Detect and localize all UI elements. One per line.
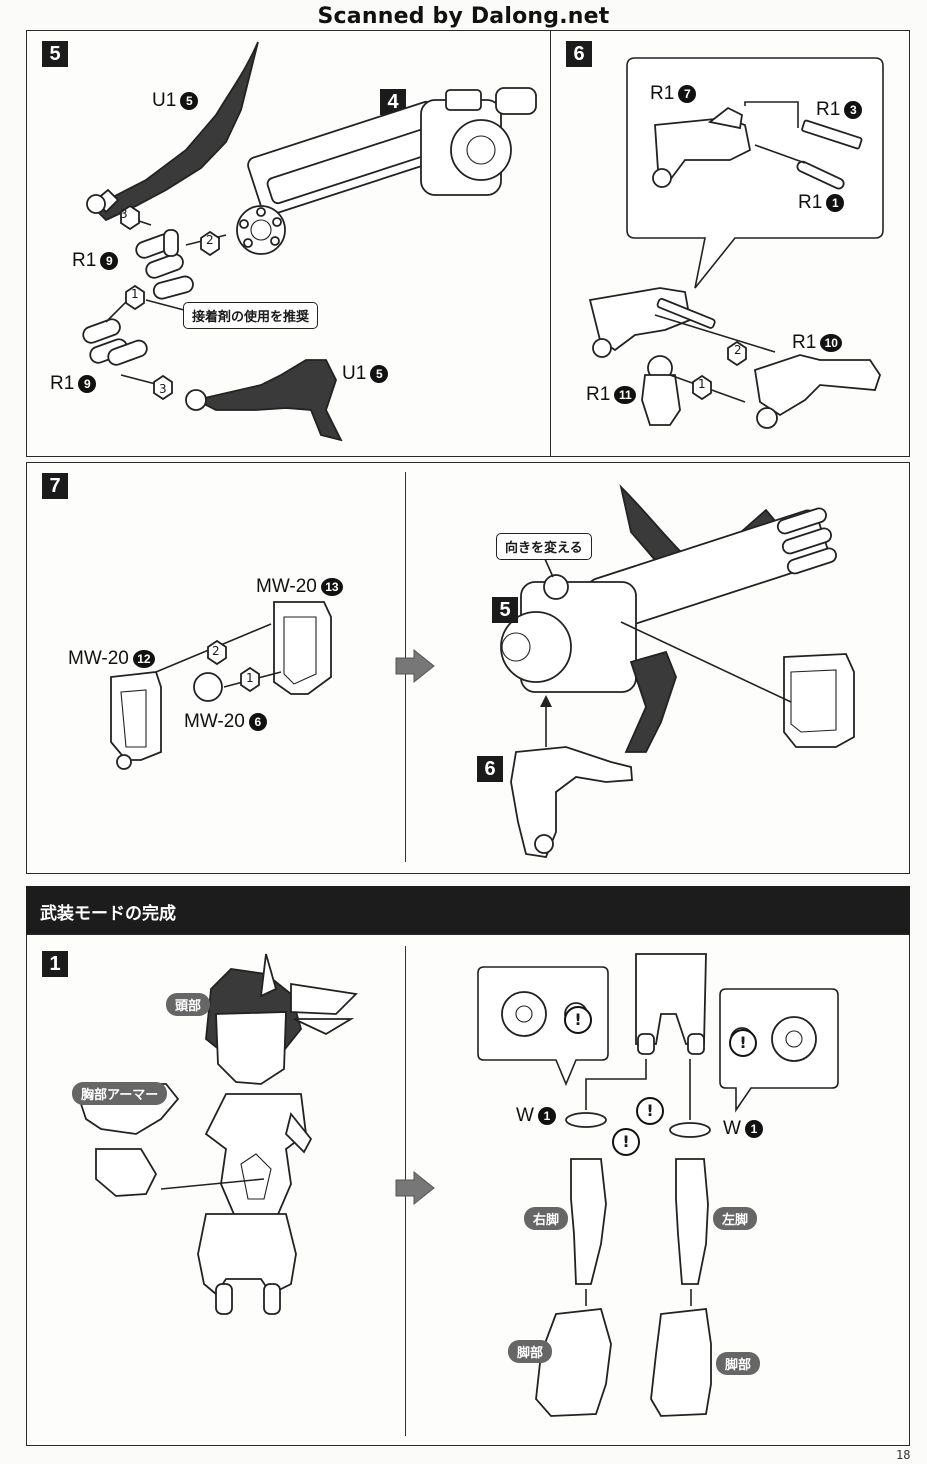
part-number: 5	[180, 92, 199, 110]
step5-adhesive-note: 接着剤の使用を推奨	[183, 302, 319, 329]
part-code: U1	[342, 363, 367, 384]
left-leg-label: 左脚	[713, 1207, 758, 1230]
step7-left-illustration	[110, 601, 332, 770]
step5-badge: 5	[42, 41, 68, 67]
part-number: 11	[614, 386, 637, 404]
part-code: W	[516, 1105, 534, 1126]
part-code: U1	[152, 90, 177, 111]
section-title: 武装モードの完成	[40, 904, 176, 924]
step7-label-mw20-13: MW-20 13	[256, 576, 343, 598]
step6-label-r1-10: R1 10	[792, 332, 843, 354]
part-code: R1	[792, 332, 817, 353]
part-number: 9	[78, 375, 97, 393]
step5-order-mark-3-top: 3	[120, 207, 128, 221]
watermark: Scanned by Dalong.net	[317, 4, 610, 29]
right-leg-label: 右脚	[524, 1207, 569, 1230]
warning-icon: !	[612, 1128, 640, 1156]
step7-sub-badge-5: 5	[492, 597, 518, 623]
step7-order-mark-2: 2	[212, 644, 220, 658]
step5-label-u1-bottom: U1 5	[342, 363, 389, 385]
part-number: 10	[820, 334, 843, 352]
step7-sub-badge-6: 6	[477, 756, 503, 782]
part-code: R1	[72, 250, 97, 271]
step5-order-mark-3-bottom: 3	[159, 382, 167, 396]
page-number: 18	[896, 1448, 911, 1462]
step5-order-mark-1: 1	[131, 287, 139, 301]
part-number: 3	[844, 101, 863, 119]
step1-left-illustration	[79, 953, 358, 1315]
step7-label-mw20-12: MW-20 12	[68, 648, 155, 670]
head-label: 頭部	[166, 993, 211, 1016]
part-code: R1	[586, 384, 611, 405]
part-code: MW-20	[68, 648, 129, 669]
part-code: MW-20	[256, 576, 317, 597]
step7-order-mark-1: 1	[246, 671, 254, 685]
part-code: R1	[50, 373, 75, 394]
step5-label-r1-top: R1 9	[72, 250, 119, 272]
part-number: 7	[678, 85, 697, 103]
step5-illustration	[82, 41, 537, 442]
step6-label-r1-1: R1 1	[798, 192, 845, 214]
part-number: 5	[370, 365, 389, 383]
step1-label-w1-right: W 1	[723, 1118, 763, 1140]
warning-icon: !	[729, 1029, 757, 1057]
step1-next-arrow	[395, 1170, 435, 1206]
step7-next-arrow	[395, 648, 435, 684]
warning-icon: !	[636, 1097, 664, 1125]
part-code: R1	[798, 192, 823, 213]
chest-armor-label: 胸部アーマー	[72, 1082, 168, 1105]
step1-badge: 1	[42, 951, 68, 977]
section-header: 武装モードの完成	[26, 886, 910, 934]
step7-badge: 7	[42, 473, 68, 499]
step6-order-mark-1: 1	[698, 377, 706, 391]
step7-label-mw20-6: MW-20 6	[184, 711, 267, 733]
step1-label-w1-left: W 1	[516, 1105, 556, 1127]
foot-left-label: 脚部	[716, 1352, 761, 1375]
part-code: R1	[650, 83, 675, 104]
step6-order-mark-2: 2	[734, 343, 742, 357]
warning-icon: !	[564, 1006, 592, 1034]
part-number: 13	[320, 578, 343, 596]
foot-right-label: 脚部	[508, 1340, 553, 1363]
step6-illustration	[588, 57, 884, 429]
part-number: 6	[248, 713, 267, 731]
step1-right-illustration	[477, 953, 839, 1417]
part-code: R1	[816, 99, 841, 120]
part-code: MW-20	[184, 711, 245, 732]
part-number: 12	[132, 650, 155, 668]
step7-right-illustration	[500, 484, 855, 858]
step5-label-u1-top: U1 5	[152, 90, 199, 112]
part-number: 9	[100, 252, 119, 270]
step7-rotate-note: 向きを変える	[496, 533, 592, 560]
part-number: 1	[744, 1120, 763, 1138]
step6-label-r1-11: R1 11	[586, 384, 637, 406]
part-number: 1	[537, 1107, 556, 1125]
part-number: 1	[826, 194, 845, 212]
part-code: W	[723, 1118, 741, 1139]
step5-label-r1-bottom: R1 9	[50, 373, 97, 395]
step5-order-mark-2: 2	[206, 233, 214, 247]
step6-label-r1-3: R1 3	[816, 99, 863, 121]
step6-label-r1-7: R1 7	[650, 83, 697, 105]
step6-badge: 6	[566, 41, 592, 67]
